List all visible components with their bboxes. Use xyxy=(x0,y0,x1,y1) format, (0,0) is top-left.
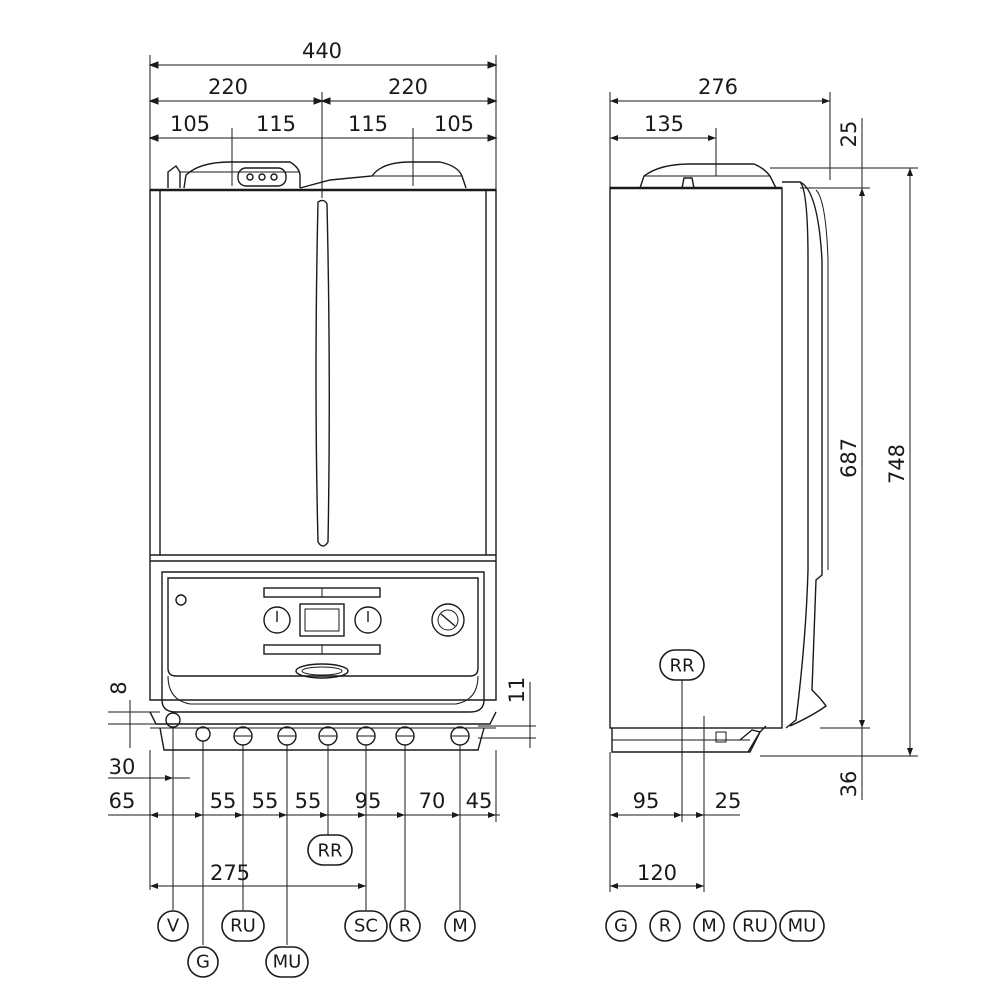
side-callout-R-label: R xyxy=(659,916,672,937)
dim-45: 45 xyxy=(466,789,493,813)
side-callout-R xyxy=(649,910,681,942)
side-callout-MU-label: MU xyxy=(788,916,817,937)
dim-220-left: 220 xyxy=(208,75,248,99)
dim-55-b: 55 xyxy=(252,789,279,813)
side-front-cover xyxy=(782,181,809,729)
callout-G xyxy=(187,946,219,978)
right-knob-icon xyxy=(354,606,382,634)
pressure-gauge-icon xyxy=(431,603,465,637)
callout-RR-side-label: RR xyxy=(669,656,694,677)
flue-fitting-right xyxy=(299,161,467,189)
dim-276: 276 xyxy=(698,75,738,99)
bottom-tray xyxy=(159,727,485,751)
callout-R xyxy=(389,910,421,942)
side-callout-M xyxy=(693,910,725,942)
side-view xyxy=(609,163,829,753)
callout-RU xyxy=(221,910,265,942)
side-callout-RU xyxy=(733,910,777,942)
dim-95-side: 95 xyxy=(633,789,660,813)
dim-8: 8 xyxy=(107,681,131,694)
callout-MU xyxy=(265,946,309,978)
front-handle xyxy=(315,199,330,547)
dim-25-top: 25 xyxy=(837,121,861,148)
top-vent-pipe xyxy=(167,164,181,188)
side-flue-fitting xyxy=(639,163,777,189)
dim-115-left: 115 xyxy=(256,112,296,136)
display-screen xyxy=(299,603,345,637)
front-dimensions: 440 220 220 105 115 115 105 8 11 30 xyxy=(107,39,536,978)
callout-RU-label: RU xyxy=(230,916,256,937)
dim-105-right: 105 xyxy=(434,112,474,136)
dim-11: 11 xyxy=(505,677,529,704)
dim-440: 440 xyxy=(302,39,342,63)
control-panel-face xyxy=(167,577,479,677)
panel-screw-icon xyxy=(175,594,187,606)
callout-V xyxy=(157,910,189,942)
dim-105-left: 105 xyxy=(170,112,210,136)
callout-SC-label: SC xyxy=(354,916,378,937)
callout-MU-label: MU xyxy=(273,952,302,973)
dim-25-bottom: 25 xyxy=(715,789,742,813)
dim-70: 70 xyxy=(419,789,446,813)
dim-55-c: 55 xyxy=(295,789,322,813)
callout-M-label: M xyxy=(452,916,468,937)
dim-55-a: 55 xyxy=(210,789,237,813)
dim-135: 135 xyxy=(644,112,684,136)
callout-G-label: G xyxy=(196,952,210,973)
front-casing xyxy=(149,189,497,701)
dim-115-right: 115 xyxy=(348,112,388,136)
dim-687: 687 xyxy=(837,438,861,478)
dim-36: 36 xyxy=(837,771,861,798)
callout-V-label: V xyxy=(167,916,180,937)
flue-connector xyxy=(237,167,287,187)
dim-95: 95 xyxy=(355,789,382,813)
connection-V xyxy=(165,712,181,728)
brand-logo xyxy=(295,663,349,679)
control-panel-frame xyxy=(161,571,485,713)
dim-748: 748 xyxy=(885,444,909,484)
dim-275: 275 xyxy=(210,861,250,885)
side-dimensions: 276 135 25 687 748 36 RR 95 25 xyxy=(605,75,918,942)
side-bottom-tap xyxy=(739,729,762,753)
dim-120: 120 xyxy=(637,861,677,885)
front-view xyxy=(149,161,497,751)
side-casing xyxy=(609,187,783,729)
side-callout-G xyxy=(605,910,637,942)
callout-RR-front xyxy=(307,834,353,866)
dim-65: 65 xyxy=(109,789,136,813)
callout-M xyxy=(444,910,476,942)
callout-SC xyxy=(344,910,388,942)
side-callout-M-label: M xyxy=(701,916,717,937)
callout-RR-front-label: RR xyxy=(317,841,342,862)
side-callout-RU-label: RU xyxy=(742,916,768,937)
side-callout-G-label: G xyxy=(614,916,628,937)
connection-G xyxy=(195,726,211,742)
callout-R-label: R xyxy=(399,916,412,937)
dim-220-right: 220 xyxy=(388,75,428,99)
dim-30: 30 xyxy=(109,755,136,779)
left-knob-icon xyxy=(263,606,291,634)
side-callout-MU xyxy=(779,910,825,942)
